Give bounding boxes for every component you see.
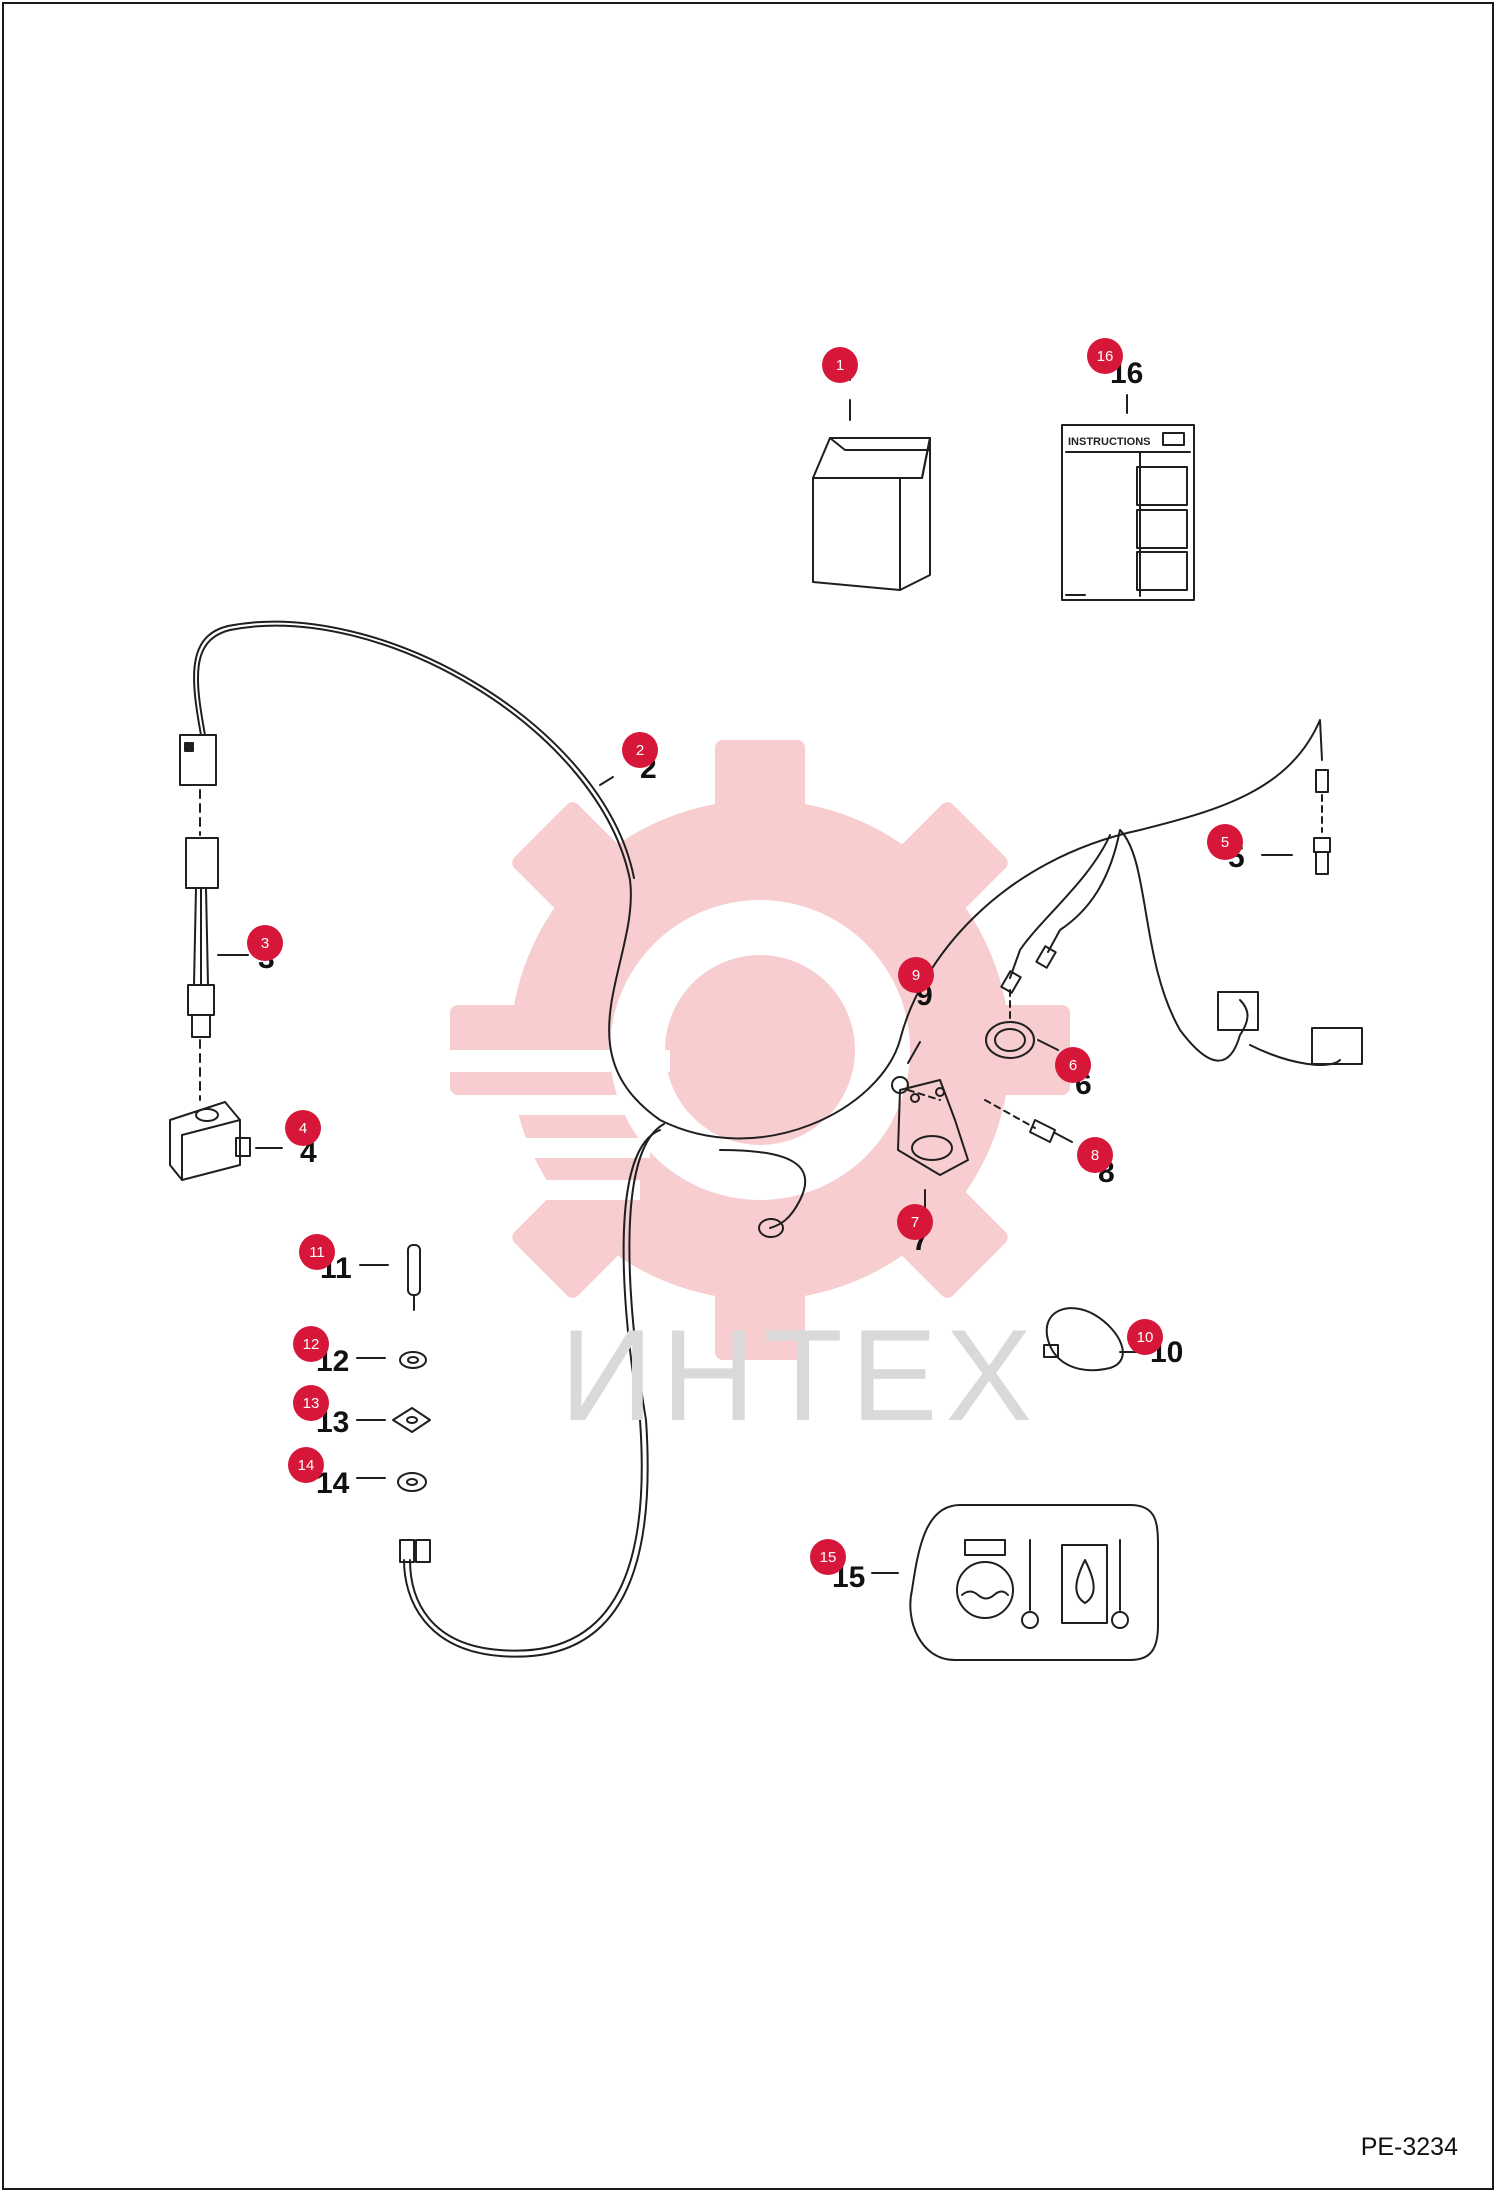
- callout-circle: [1077, 1137, 1113, 1173]
- callout-number: 2: [636, 742, 644, 759]
- callout-number: 3: [261, 935, 269, 952]
- temperature-sensor: [1261, 794, 1331, 875]
- callout-number: 8: [1091, 1147, 1099, 1164]
- callout-marker-8: 8: [1077, 1137, 1113, 1173]
- callout-marker-14: 14: [288, 1447, 324, 1483]
- callout-marker-4: 4: [285, 1110, 321, 1146]
- callout-marker-16: 16: [1087, 338, 1123, 374]
- callout-circle: [622, 732, 658, 768]
- mounting-bracket: [897, 1079, 969, 1211]
- callout-number: 1: [836, 357, 844, 374]
- callout-number: 11: [309, 1244, 325, 1261]
- callout-number: 9: [912, 967, 920, 984]
- callout-number: 4: [299, 1120, 307, 1137]
- callout-number: 5: [1221, 834, 1229, 851]
- callout-circle: [293, 1326, 329, 1362]
- callout-circle: [822, 347, 858, 383]
- instructions-sheet: [1061, 394, 1195, 601]
- callout-circle: [810, 1539, 846, 1575]
- callout-number: 14: [298, 1457, 315, 1474]
- callout-marker-10: 10: [1127, 1319, 1163, 1355]
- callout-circle: [288, 1447, 324, 1483]
- bolt: [984, 1099, 1073, 1143]
- callout-marker-11: 11: [299, 1234, 335, 1270]
- callout-number: 16: [1097, 348, 1114, 365]
- callout-number: 13: [303, 1395, 320, 1412]
- callout-number: 7: [911, 1214, 919, 1231]
- callout-marker-12: 12: [293, 1326, 329, 1362]
- round-switch: [985, 989, 1059, 1059]
- instructions-label: INSTRUCTIONS: [1068, 436, 1151, 448]
- callout-marker-5: 5: [1207, 824, 1243, 860]
- nut: [891, 1041, 941, 1101]
- callout-marker-13: 13: [293, 1385, 329, 1421]
- callout-number: 6: [1069, 1057, 1077, 1074]
- reference-code: PE-3234: [1360, 2133, 1458, 2161]
- callout-circle: [1207, 824, 1243, 860]
- callout-marker-9: 9: [898, 957, 934, 993]
- pin-and-washers: [356, 1244, 431, 1492]
- callout-circle: [247, 925, 283, 961]
- callout-marker-15: 15: [810, 1539, 846, 1575]
- box-part: [812, 361, 931, 591]
- callout-circle: [898, 957, 934, 993]
- callout-marker-1: 1: [822, 347, 858, 383]
- watermark-gear: [430, 740, 1070, 1360]
- callout-circle: [1055, 1047, 1091, 1083]
- cable-tie: [1043, 1307, 1141, 1372]
- pressure-switch: [185, 789, 249, 1101]
- callout-circle: [1087, 338, 1123, 374]
- callout-marker-2: 2: [622, 732, 658, 768]
- callout-circle: [299, 1234, 335, 1270]
- callout-marker-6: 6: [1055, 1047, 1091, 1083]
- wire-harness: [179, 620, 1363, 1658]
- callout-circle: [293, 1385, 329, 1421]
- callout-number: 10: [1137, 1329, 1154, 1346]
- callout-number: 15: [820, 1549, 837, 1566]
- callout-circle: [897, 1204, 933, 1240]
- callout-marker-7: 7: [897, 1204, 933, 1240]
- solenoid-coil: [169, 1101, 283, 1181]
- callout-number: 12: [303, 1336, 320, 1353]
- warning-decal: [871, 1504, 1159, 1661]
- callout-circle: [1127, 1319, 1163, 1355]
- callout-circle: [285, 1110, 321, 1146]
- callout-marker-3: 3: [247, 925, 283, 961]
- watermark-text: ИНТЕХ: [560, 1302, 1041, 1448]
